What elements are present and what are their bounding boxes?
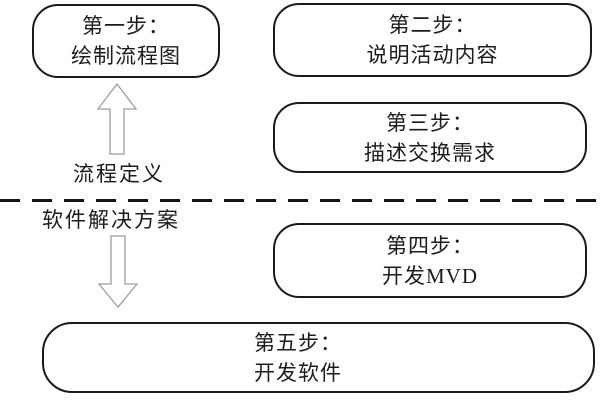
step4-box: 第四步： 开发MVD bbox=[273, 223, 587, 298]
step2-title: 第二步： bbox=[388, 13, 477, 37]
step5-title: 第五步： bbox=[254, 330, 342, 355]
step3-description: 描述交换需求 bbox=[364, 140, 496, 165]
step1-box: 第一步： 绘制流程图 bbox=[32, 4, 220, 78]
down-arrow-icon bbox=[98, 235, 138, 308]
step1-title: 第一步： bbox=[82, 14, 170, 38]
step5-description: 开发软件 bbox=[254, 360, 342, 385]
step4-title: 第四步： bbox=[386, 233, 474, 258]
step3-box: 第三步： 描述交换需求 bbox=[273, 102, 587, 173]
dashed-divider bbox=[0, 199, 600, 202]
process-definition-label: 流程定义 bbox=[73, 162, 165, 186]
step2-box: 第二步： 说明活动内容 bbox=[273, 3, 592, 77]
step3-title: 第三步： bbox=[386, 110, 474, 135]
step4-description: 开发MVD bbox=[381, 263, 478, 288]
up-arrow-icon bbox=[97, 83, 137, 155]
step1-description: 绘制流程图 bbox=[71, 44, 181, 68]
step2-description: 说明活动内容 bbox=[366, 43, 499, 67]
step5-box: 第五步： 开发软件 bbox=[42, 322, 595, 393]
software-solution-label: 软件解决方案 bbox=[42, 208, 180, 232]
